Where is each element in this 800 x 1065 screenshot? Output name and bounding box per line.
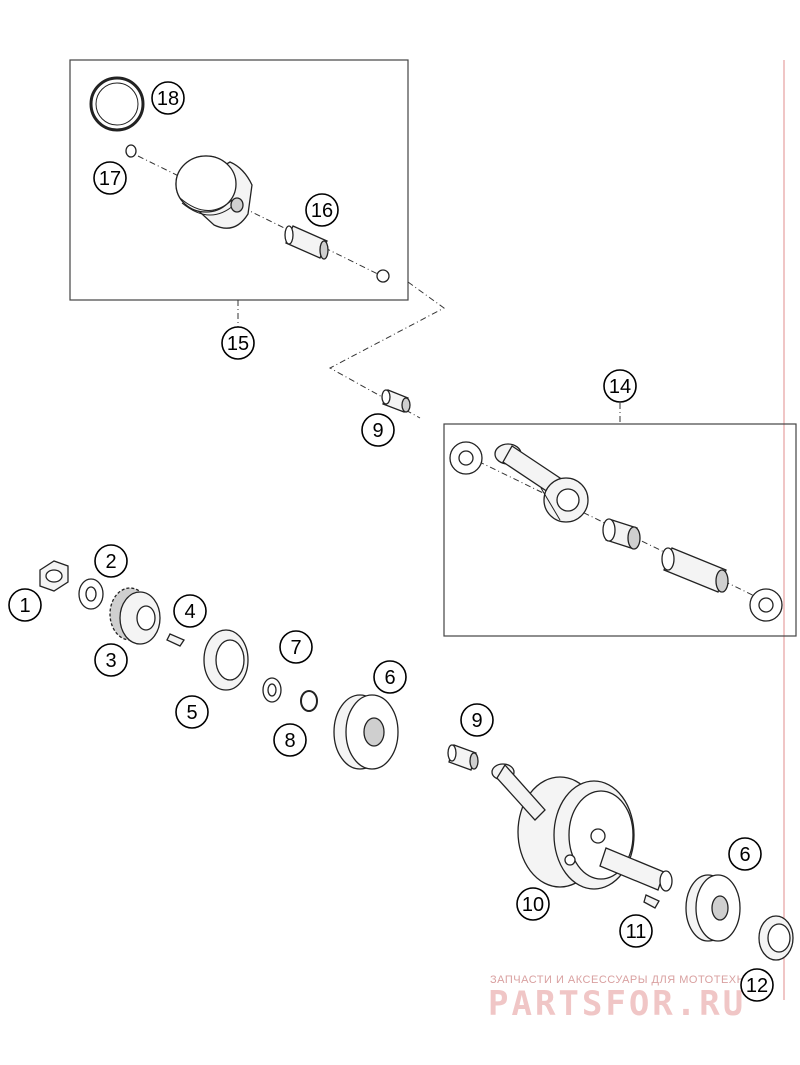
oil-seal-right[interactable] [758, 915, 794, 961]
svg-text:14: 14 [609, 376, 631, 398]
woodruff-key-11[interactable] [643, 894, 660, 909]
piston[interactable] [175, 155, 253, 229]
callout-1: 1 [8, 588, 42, 622]
callout-17: 17 [93, 161, 127, 195]
callout-6-right: 6 [728, 837, 762, 871]
piston-kit-frame [69, 59, 409, 301]
crank-pin[interactable] [661, 547, 729, 593]
svg-text:11: 11 [626, 921, 647, 943]
callout-7: 7 [279, 630, 313, 664]
svg-text:10: 10 [522, 894, 544, 916]
callout-16: 16 [305, 193, 339, 227]
small-end-bearing-upper[interactable] [381, 389, 411, 413]
piston-circlip-right[interactable] [376, 269, 390, 283]
piston-ring[interactable] [89, 76, 145, 132]
callout-8: 8 [273, 723, 307, 757]
svg-text:1: 1 [19, 595, 30, 617]
washer[interactable] [78, 578, 104, 610]
primary-gear[interactable] [109, 587, 161, 645]
nut[interactable] [39, 560, 69, 592]
callout-18: 18 [151, 81, 185, 115]
watermark-tagline: ЗАПЧАСТИ И АКСЕССУАРЫ ДЛЯ МОТОТЕХНИКИ [490, 974, 769, 986]
callout-10: 10 [516, 887, 550, 921]
svg-text:2: 2 [105, 551, 116, 573]
callout-5: 5 [175, 695, 209, 729]
callout-9-upper: 9 [361, 413, 395, 447]
svg-text:5: 5 [186, 702, 197, 724]
svg-text:17: 17 [99, 168, 121, 190]
piston-circlip-left[interactable] [125, 144, 137, 158]
oil-seal[interactable] [203, 629, 249, 691]
main-bearing-right[interactable] [685, 874, 741, 942]
conrod-thrust-washer-left[interactable] [449, 441, 483, 475]
svg-text:12: 12 [746, 975, 768, 997]
conrod-kit-frame [443, 423, 797, 637]
callout-3: 3 [94, 643, 128, 677]
conrod-thrust-washer-right[interactable] [749, 588, 783, 622]
svg-text:4: 4 [184, 601, 195, 623]
shim[interactable] [262, 677, 282, 703]
o-ring[interactable] [300, 690, 318, 712]
svg-text:16: 16 [311, 200, 333, 222]
watermark-brand: PARTSFOR.RU [488, 984, 746, 1024]
callout-14: 14 [603, 369, 637, 403]
callout-6-left: 6 [373, 660, 407, 694]
small-end-bearing-lower[interactable] [447, 744, 479, 771]
crankshaft[interactable] [491, 763, 673, 892]
svg-text:6: 6 [739, 844, 750, 866]
callout-11: 11 [619, 914, 653, 948]
svg-text:3: 3 [105, 650, 116, 672]
svg-text:6: 6 [384, 667, 395, 689]
connecting-rod[interactable] [494, 443, 589, 523]
woodruff-key-4[interactable] [166, 633, 185, 647]
svg-text:8: 8 [284, 730, 295, 752]
callout-15: 15 [221, 326, 255, 360]
svg-text:18: 18 [157, 88, 179, 110]
callout-9-lower: 9 [460, 703, 494, 737]
svg-text:9: 9 [372, 420, 383, 442]
main-bearing-left[interactable] [333, 694, 399, 770]
svg-text:7: 7 [290, 637, 301, 659]
piston-pin[interactable] [284, 225, 329, 260]
svg-text:15: 15 [227, 333, 249, 355]
svg-text:9: 9 [471, 710, 482, 732]
callout-2: 2 [94, 544, 128, 578]
callout-12: 12 [740, 968, 774, 1002]
big-end-bearing[interactable] [602, 518, 641, 550]
callout-4: 4 [173, 594, 207, 628]
